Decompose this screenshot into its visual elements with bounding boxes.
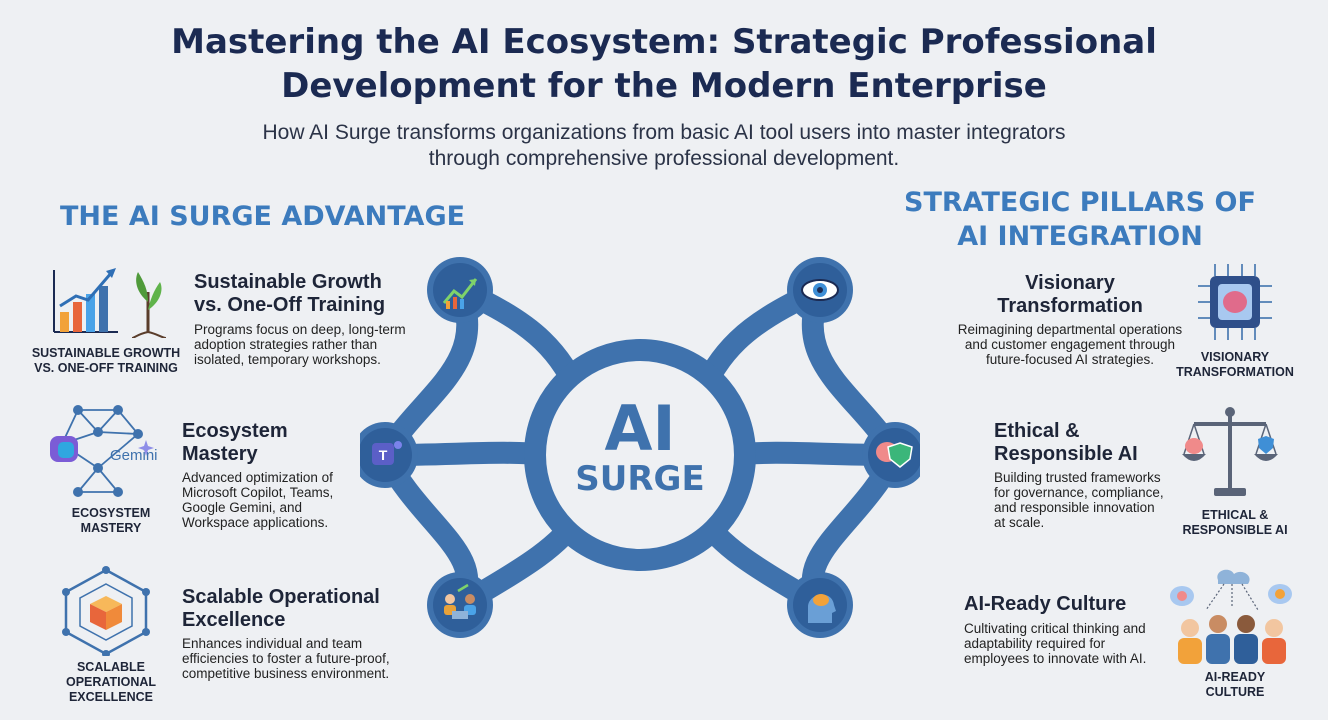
ecosystem-network-icon: Gemini	[50, 405, 158, 497]
team-arrow-icon	[457, 583, 469, 593]
node-team	[427, 572, 493, 638]
icon-label-ethical-ai: ETHICAL & RESPONSIBLE AI	[1182, 508, 1288, 537]
ai-chip-icon	[1198, 264, 1272, 340]
justice-scale-icon	[1182, 407, 1278, 496]
item-desc-ai-ready-culture: Cultivating critical thinking and adapta…	[964, 621, 1147, 666]
icon-label-ai-ready-culture: AI-READY CULTURE	[1204, 670, 1266, 699]
right-heading-line-2: AI INTEGRATION	[957, 221, 1203, 252]
hexagon-cube-icon	[62, 566, 150, 656]
item-title-ecosystem-mastery: Ecosystem Mastery	[182, 420, 288, 465]
node-growth	[427, 257, 493, 323]
item-desc-ecosystem-mastery: Advanced optimization of Microsoft Copil…	[182, 470, 334, 530]
growth-arrow-icon	[442, 278, 478, 304]
hub-label-ai: AI	[604, 392, 675, 465]
icon-label-sustainable-growth: SUSTAINABLE GROWTH VS. ONE-OFF TRAINING	[31, 346, 181, 375]
growth-chart-icon	[53, 268, 167, 338]
right-section-heading: STRATEGIC PILLARS OF AI INTEGRATION	[880, 186, 1280, 254]
hub-label-surge: SURGE	[575, 459, 704, 499]
title-line-1: Mastering the AI Ecosystem: Strategic Pr…	[171, 22, 1157, 62]
node-head	[787, 572, 853, 638]
item-title-ai-ready-culture: AI-Ready Culture	[964, 593, 1127, 615]
title-line-2: Development for the Modern Enterprise	[281, 66, 1047, 106]
node-teams: T	[360, 422, 418, 488]
node-eye	[787, 257, 853, 323]
item-desc-scalable-excellence: Enhances individual and team efficiencie…	[182, 636, 390, 681]
icon-label-scalable-excellence: SCALABLE OPERATIONAL EXCELLENCE	[65, 660, 157, 704]
item-title-scalable-excellence: Scalable Operational Excellence	[182, 586, 380, 631]
subtitle-line-1: How AI Surge transforms organizations fr…	[262, 121, 1066, 144]
shield-icon	[887, 442, 913, 468]
teams-icon: T	[379, 447, 388, 463]
team-culture-icon	[1170, 569, 1292, 664]
page-subtitle: How AI Surge transforms organizations fr…	[0, 120, 1328, 172]
item-desc-visionary: Reimagining departmental operations and …	[957, 322, 1183, 367]
item-title-visionary: Visionary Transformation	[997, 272, 1143, 317]
node-brain-shield	[862, 422, 920, 488]
gemini-icon: Gemini	[110, 447, 158, 464]
ai-surge-hub-diagram: AI SURGE T	[360, 257, 920, 638]
subtitle-line-2: through comprehensive professional devel…	[428, 147, 900, 170]
icon-label-visionary: VISIONARY TRANSFORMATION	[1176, 350, 1294, 379]
left-section-heading: THE AI SURGE ADVANTAGE	[60, 201, 466, 232]
right-heading-line-1: STRATEGIC PILLARS OF	[904, 187, 1256, 218]
item-title-ethical-ai: Ethical & Responsible AI	[994, 420, 1138, 465]
item-desc-sustainable-growth: Programs focus on deep, long-term adopti…	[194, 322, 406, 367]
item-desc-ethical-ai: Building trusted frameworks for governan…	[994, 470, 1164, 530]
page-title: Mastering the AI Ecosystem: Strategic Pr…	[0, 20, 1328, 108]
hub-circle	[524, 339, 756, 571]
item-title-sustainable-growth: Sustainable Growth vs. One-Off Training	[194, 271, 386, 316]
icon-label-ecosystem-mastery: ECOSYSTEM MASTERY	[71, 506, 151, 535]
